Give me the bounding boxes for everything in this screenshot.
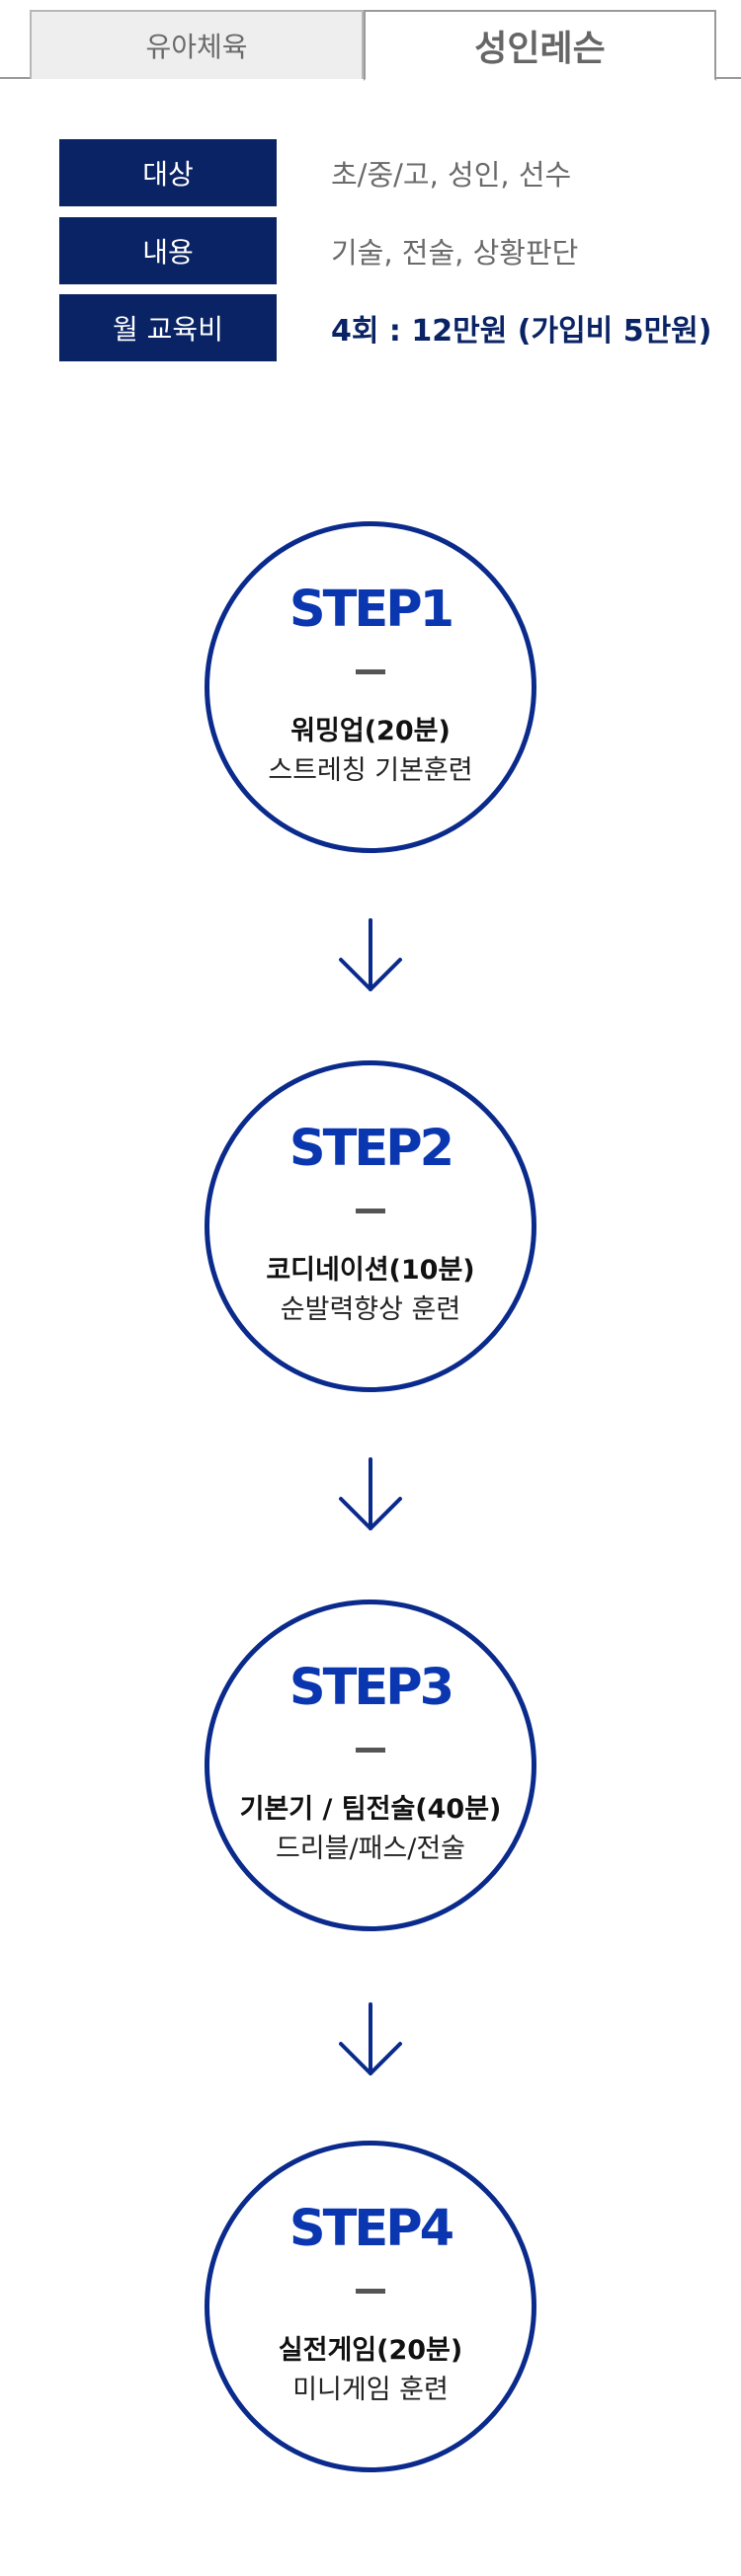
step-circle-4: STEP4 실전게임(20분) 미니게임 훈련 — [205, 2141, 536, 2472]
step-title: STEP4 — [288, 2200, 454, 2258]
info-row-target: 대상 초/중/고, 성인, 선수 — [59, 139, 692, 206]
info-value: 기술, 전술, 상황판단 — [331, 236, 579, 270]
step-desc: 드리블/패스/전술 — [275, 1834, 466, 1864]
info-row-fee: 월 교육비 4회 : 12만원 (가입비 5만원) — [59, 294, 712, 361]
step-divider — [356, 2289, 385, 2294]
tab-label: 유아체육 — [145, 31, 248, 63]
tab-label: 성인레슨 — [474, 29, 606, 69]
step-title: STEP1 — [288, 581, 454, 639]
info-label: 월 교육비 — [59, 294, 277, 361]
step-desc: 순발력향상 훈련 — [280, 1294, 461, 1325]
info-value: 초/중/고, 성인, 선수 — [331, 158, 572, 192]
step-divider — [356, 669, 385, 674]
info-value-fee: 4회 : 12만원 (가입비 5만원) — [331, 314, 712, 349]
step-name: 실전게임(20분) — [278, 2335, 463, 2366]
step-name: 워밍업(20분) — [290, 716, 451, 746]
info-row-content: 내용 기술, 전술, 상황판단 — [59, 217, 692, 284]
step-circle-1: STEP1 워밍업(20분) 스트레칭 기본훈련 — [205, 521, 536, 853]
arrow-down-icon — [339, 918, 402, 991]
tab-adult-lesson[interactable]: 성인레슨 — [364, 10, 716, 81]
tab-kids-sports[interactable]: 유아체육 — [30, 10, 364, 79]
step-title: STEP2 — [288, 1120, 454, 1178]
info-label: 내용 — [59, 217, 277, 284]
step-circle-3: STEP3 기본기 / 팀전술(40분) 드리블/패스/전술 — [205, 1600, 536, 1931]
step-divider — [356, 1748, 385, 1753]
step-name: 코디네이션(10분) — [266, 1255, 475, 1286]
info-label: 대상 — [59, 139, 277, 206]
step-divider — [356, 1209, 385, 1213]
step-desc: 미니게임 훈련 — [292, 2375, 449, 2405]
arrow-down-icon — [339, 2002, 402, 2075]
step-name: 기본기 / 팀전술(40분) — [239, 1794, 502, 1825]
step-title: STEP3 — [288, 1659, 454, 1717]
step-circle-2: STEP2 코디네이션(10분) 순발력향상 훈련 — [205, 1060, 536, 1392]
step-desc: 스트레칭 기본훈련 — [268, 755, 473, 786]
arrow-down-icon — [339, 1457, 402, 1530]
